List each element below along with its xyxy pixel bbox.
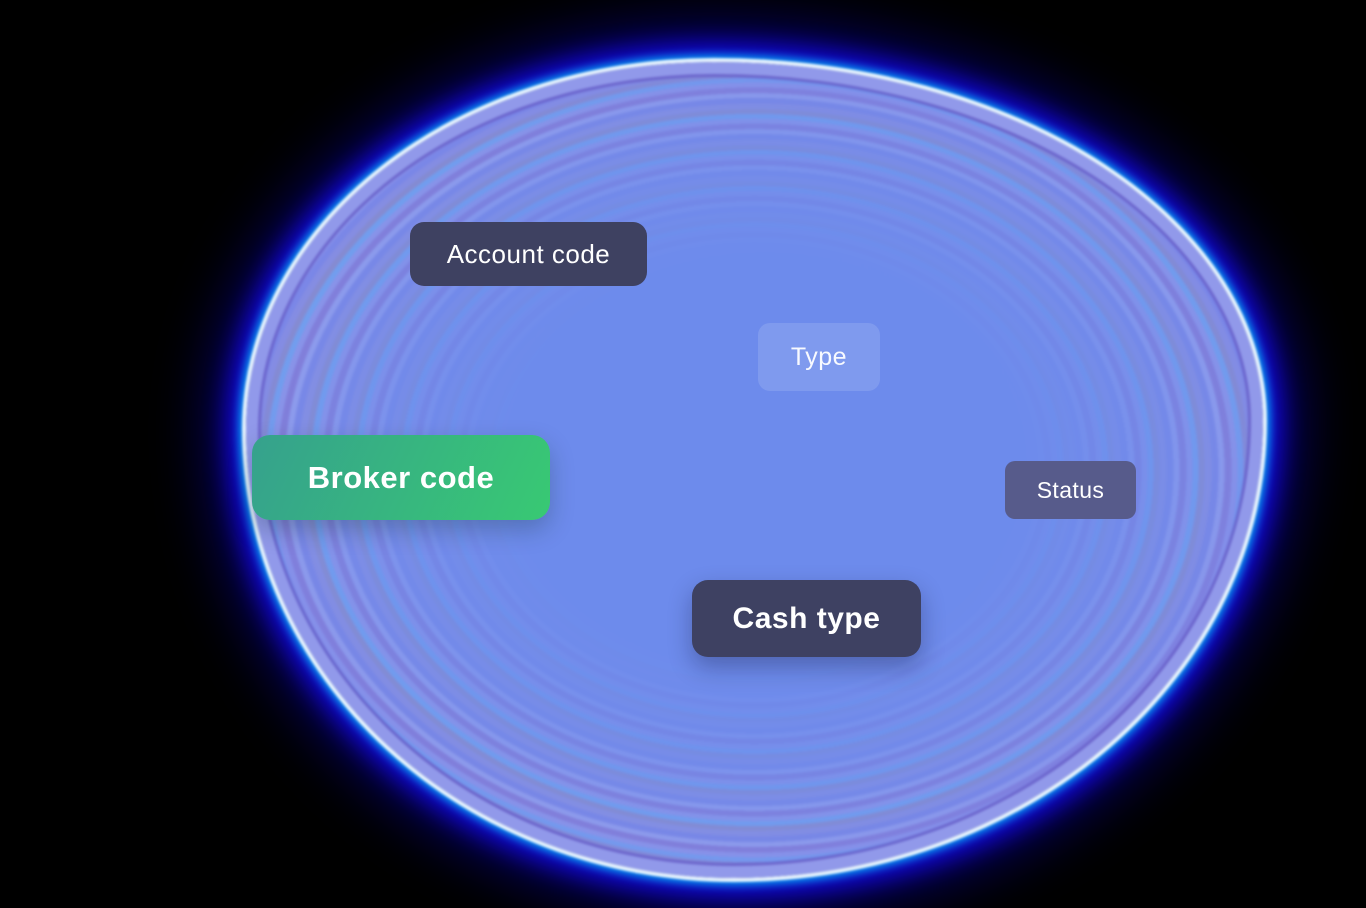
node-status-label: Status	[1036, 476, 1105, 503]
node-status[interactable]: Status	[1005, 461, 1136, 519]
node-account-code[interactable]: Account code	[410, 222, 647, 286]
node-broker-code-label: Broker code	[307, 459, 495, 495]
node-cash-type[interactable]: Cash type	[692, 580, 921, 657]
node-broker-code[interactable]: Broker code	[252, 435, 550, 520]
node-cash-type-label: Cash type	[732, 601, 881, 635]
node-type-label: Type	[790, 342, 848, 371]
node-account-code-label: Account code	[446, 238, 611, 269]
node-type[interactable]: Type	[758, 323, 880, 391]
